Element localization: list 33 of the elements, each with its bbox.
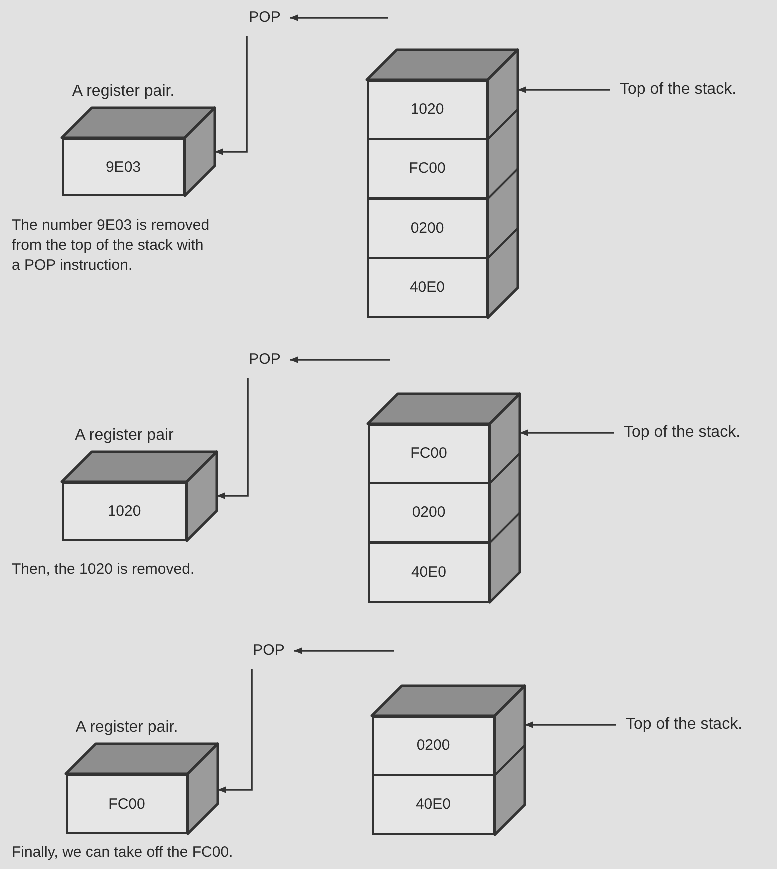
stack-cell: 0200 bbox=[368, 482, 490, 543]
stack-cell: 1020 bbox=[367, 80, 488, 140]
arrow bbox=[294, 648, 394, 654]
caption-text: The number 9E03 is removed from the top of the stack with a POP instruction. bbox=[12, 216, 211, 276]
arrow bbox=[290, 14, 388, 22]
stack-cell: FC00 bbox=[367, 138, 488, 199]
stack-cell: 0200 bbox=[367, 198, 488, 258]
pointer-label: Top of the stack. bbox=[616, 715, 743, 735]
stack-cell: 40E0 bbox=[368, 542, 490, 602]
arrow bbox=[218, 669, 253, 794]
arrow bbox=[525, 722, 616, 728]
caption-text: Then, the 1020 is removed. bbox=[12, 560, 196, 580]
stack-cell: 0200 bbox=[372, 716, 495, 776]
register-value: FC00 bbox=[66, 774, 188, 834]
register-caption: A register pair. bbox=[71, 82, 176, 102]
stack-cell: 40E0 bbox=[367, 257, 488, 318]
arrow bbox=[215, 36, 248, 156]
register-value: 9E03 bbox=[62, 138, 185, 196]
arrow bbox=[520, 430, 614, 436]
arrow bbox=[290, 356, 390, 364]
instruction-label: POP bbox=[240, 8, 290, 28]
arrow bbox=[217, 378, 249, 500]
instruction-label: POP bbox=[240, 350, 290, 370]
pointer-label: Top of the stack. bbox=[610, 80, 737, 100]
arrow bbox=[518, 86, 610, 94]
register-value: 1020 bbox=[62, 482, 187, 541]
instruction-label: POP bbox=[244, 641, 294, 661]
stack-cell: 40E0 bbox=[372, 774, 495, 835]
register-caption: A register pair. bbox=[74, 718, 180, 738]
caption-text: Finally, we can take off the FC00. bbox=[12, 843, 234, 863]
pointer-label: Top of the stack. bbox=[614, 423, 741, 443]
register-caption: A register pair bbox=[74, 426, 175, 446]
stack-cell: FC00 bbox=[368, 424, 490, 484]
